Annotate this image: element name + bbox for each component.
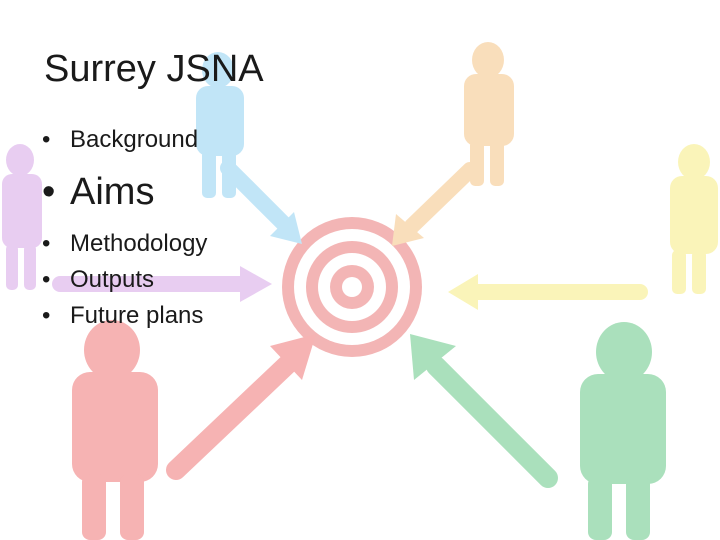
arrow-orange-icon <box>392 162 478 246</box>
bullet-marker: • <box>42 266 51 293</box>
person-yellow-icon <box>670 144 718 294</box>
person-purple-icon <box>2 144 42 290</box>
bullet-text: Aims <box>70 171 155 213</box>
bullet-item: • Outputs <box>42 262 207 298</box>
bullet-text: Background <box>70 126 199 153</box>
arrow-green-icon <box>410 334 558 488</box>
slide-title: Surrey JSNA <box>44 48 264 90</box>
bullet-list: • Background • Aims • Methodology • Outp… <box>42 122 207 334</box>
arrow-red-icon <box>166 334 316 480</box>
arrow-yellow-icon <box>448 274 648 310</box>
person-orange-icon <box>464 42 514 186</box>
bullet-marker: • <box>42 230 51 257</box>
bullet-item: • Background <box>42 122 207 158</box>
bullet-item: • Future plans <box>42 298 207 334</box>
person-blue-icon <box>196 52 244 198</box>
bullet-item: • Aims <box>42 158 207 226</box>
bullet-text: Methodology <box>70 230 208 257</box>
arrow-blue-icon <box>220 160 302 244</box>
bullet-text: Outputs <box>70 266 155 293</box>
bullet-text: Future plans <box>70 302 204 329</box>
person-red-icon <box>72 320 158 540</box>
target-icon <box>282 217 422 357</box>
bullet-marker: • <box>42 126 51 153</box>
bullet-marker: • <box>42 302 51 329</box>
bullet-item: • Methodology <box>42 226 207 262</box>
person-green-icon <box>580 322 666 540</box>
arrow-purple-icon <box>52 266 272 302</box>
bullet-marker: • <box>42 171 56 213</box>
